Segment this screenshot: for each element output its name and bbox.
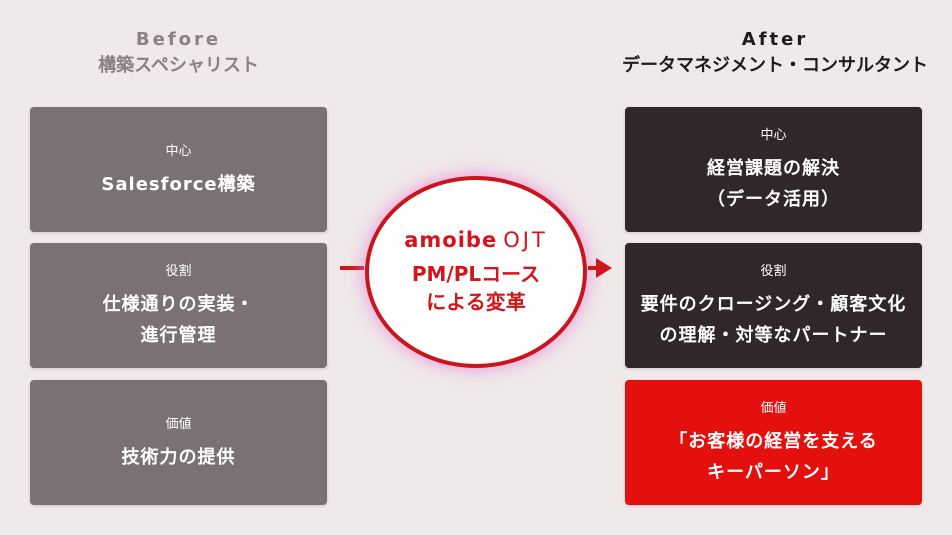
card-line: 進行管理 xyxy=(140,325,217,346)
before-heading-title: 構築スペシャリスト xyxy=(98,55,259,76)
after-card-role: 役割 要件のクロージング・顧客文化 の理解・対等なパートナー xyxy=(625,243,922,368)
course-line: PM/PLコース xyxy=(411,262,541,286)
card-label: 中心 xyxy=(760,128,787,143)
before-card-role: 役割 仕様通りの実装・ 進行管理 xyxy=(30,243,327,368)
brand-suffix: OJT xyxy=(503,228,548,252)
brand-name: amoibe xyxy=(404,228,498,252)
card-label: 価値 xyxy=(165,416,192,432)
before-card-center: 中心 Salesforce構築 xyxy=(30,107,327,232)
after-heading-title: データマネジメント・コンサルタント xyxy=(622,55,928,76)
after-heading: After データマネジメント・コンサルタント xyxy=(610,28,940,80)
before-heading-en: Before xyxy=(135,29,222,50)
card-line: 要件のクロージング・顧客文化 xyxy=(640,294,907,315)
after-heading-en: After xyxy=(741,29,809,50)
card-label: 価値 xyxy=(760,401,787,416)
card-line: 「お客様の経営を支える xyxy=(669,431,878,452)
card-line: の理解・対等なパートナー xyxy=(659,325,888,346)
course-line: による変革 xyxy=(426,290,526,314)
card-line: Salesforce構築 xyxy=(101,173,256,195)
card-line: （データ活用） xyxy=(707,189,840,210)
card-line: キーパーソン」 xyxy=(707,462,840,483)
card-label: 中心 xyxy=(165,143,192,159)
before-card-value: 価値 技術力の提供 xyxy=(30,380,327,505)
before-heading: Before 構築スペシャリスト xyxy=(30,28,327,80)
arrow-left-line xyxy=(340,266,364,270)
arrow-right-line xyxy=(588,266,602,270)
card-label: 役割 xyxy=(165,264,192,279)
after-card-center: 中心 経営課題の解決 （データ活用） xyxy=(625,107,922,232)
card-line: 技術力の提供 xyxy=(121,446,236,468)
card-label: 役割 xyxy=(760,264,787,279)
card-line: 仕様通りの実装・ xyxy=(102,294,255,315)
after-card-value: 価値 「お客様の経営を支える キーパーソン」 xyxy=(625,380,922,505)
card-line: 経営課題の解決 xyxy=(707,158,840,179)
arrow-right-icon xyxy=(596,258,612,278)
